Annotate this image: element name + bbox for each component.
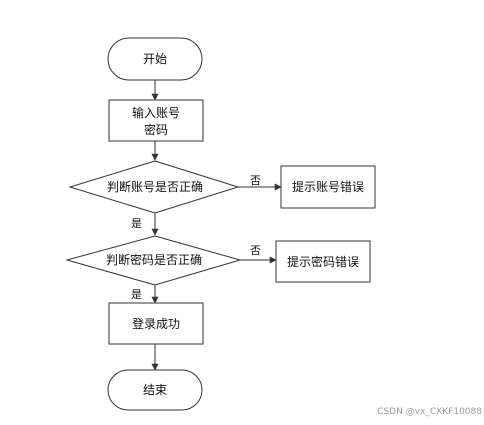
- account-no-label: 否: [250, 174, 261, 187]
- start-terminator: [107, 37, 203, 81]
- input-label-line1: 输入账号: [132, 105, 180, 120]
- password-no-label: 否: [250, 244, 261, 257]
- password-error-process: [275, 240, 371, 283]
- password-yes-label: 是: [131, 288, 142, 301]
- end-label: 结束: [143, 383, 167, 397]
- check-account-decision: [68, 160, 240, 214]
- login-success-label: 登录成功: [132, 316, 180, 331]
- input-label-line2: 密码: [144, 122, 168, 137]
- password-error-label: 提示密码错误: [287, 254, 359, 269]
- input-process: [108, 99, 204, 142]
- login-success-process: [108, 302, 204, 345]
- account-error-process: [280, 165, 376, 209]
- account-yes-label: 是: [131, 217, 142, 230]
- start-label: 开始: [143, 52, 167, 66]
- check-password-decision: [65, 235, 242, 286]
- account-error-label: 提示账号错误: [292, 179, 364, 194]
- watermark-text: CSDN @vx_CXKF10088: [377, 407, 482, 417]
- check-password-label: 判断密码是否正确: [106, 252, 202, 267]
- check-account-label: 判断账号是否正确: [107, 179, 203, 194]
- end-terminator: [107, 369, 203, 411]
